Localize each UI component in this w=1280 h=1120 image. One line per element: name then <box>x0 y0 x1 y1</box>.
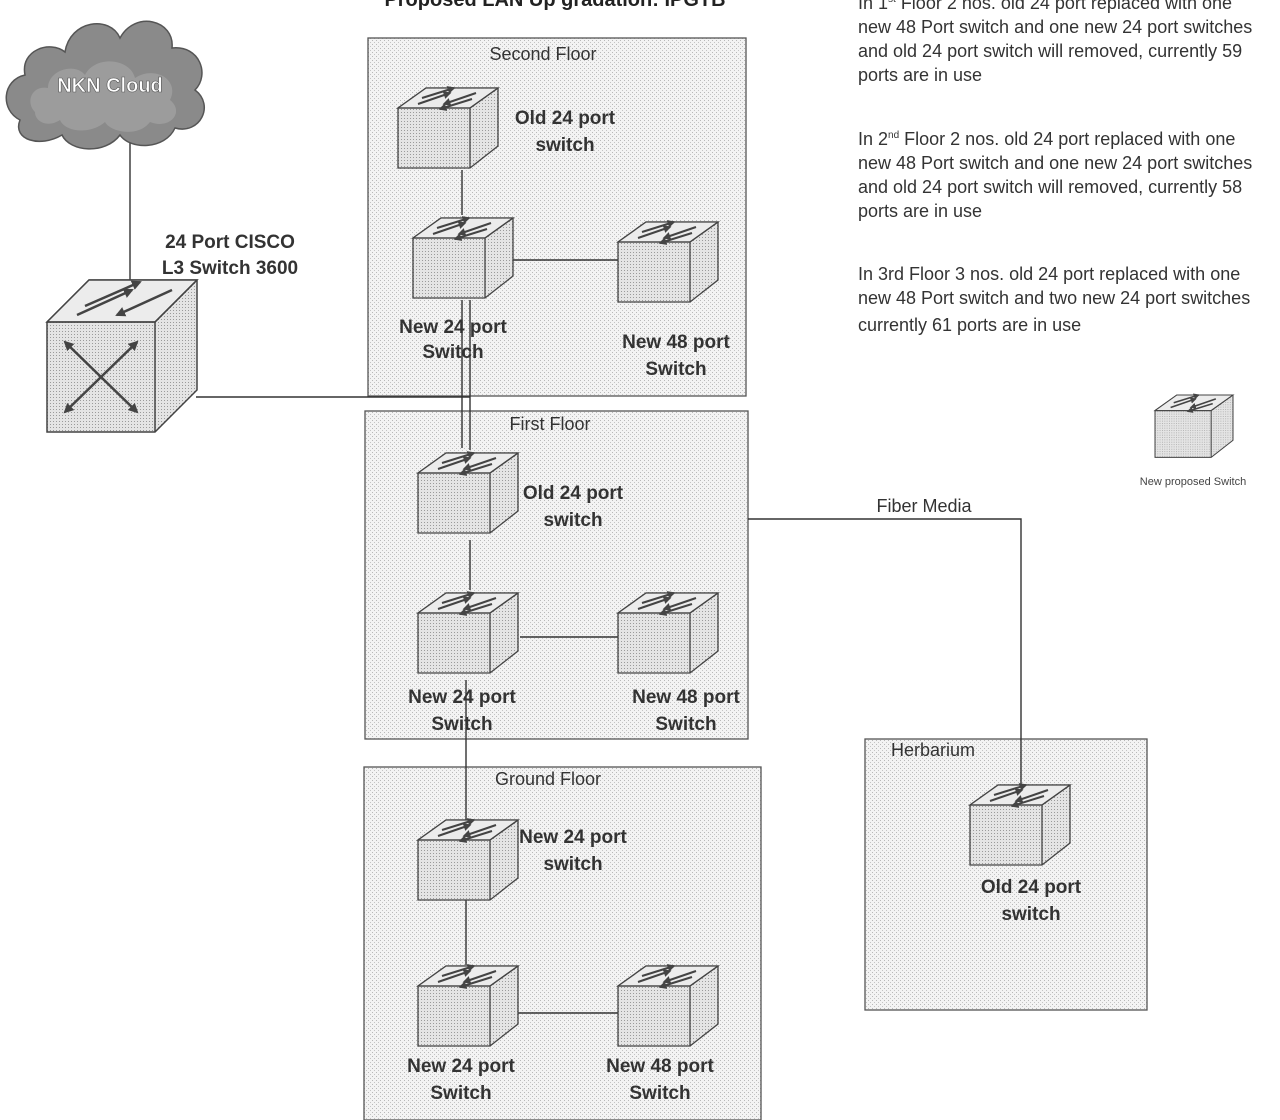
ground-new48-switch-icon <box>618 966 718 1046</box>
note-first-floor: In 1st Floor 2 nos. old 24 port replaced… <box>858 0 1253 85</box>
herbarium-label: Herbarium <box>891 740 975 760</box>
first-old-switch-label-2: switch <box>543 510 602 531</box>
ground-floor-box <box>363 766 762 1120</box>
note-third-floor: In 3rd Floor 3 nos. old 24 port replaced… <box>858 264 1251 335</box>
second-new48-label-1: New 48 port <box>622 332 730 353</box>
legend-switch-icon <box>1155 395 1233 457</box>
herbarium-switch-label-1: Old 24 port <box>981 877 1082 898</box>
ground-top-switch-label-1: New 24 port <box>519 827 627 848</box>
ground-new48-label-2: Switch <box>629 1083 690 1104</box>
second-new24-label-1: New 24 port <box>399 317 507 338</box>
ground-new24-switch-icon <box>418 966 518 1046</box>
legend-label: New proposed Switch <box>1140 476 1246 488</box>
ground-top-switch-label-2: switch <box>543 854 602 875</box>
second-new48-label-2: Switch <box>645 359 706 380</box>
herbarium-switch-label-2: switch <box>1001 904 1060 925</box>
core-switch-label-line2: L3 Switch 3600 <box>162 258 298 279</box>
ground-top-switch-icon <box>418 820 518 900</box>
first-old-switch-icon <box>418 453 518 533</box>
first-old-switch-label-1: Old 24 port <box>523 483 624 504</box>
cloud-label: NKN Cloud <box>57 75 163 97</box>
second-old-switch-label-1: Old 24 port <box>515 108 616 129</box>
core-switch-label-line1: 24 Port CISCO <box>165 232 295 253</box>
core-l3-switch-icon <box>47 280 197 432</box>
first-new24-label-2: Switch <box>431 714 492 735</box>
herbarium-switch-icon <box>970 785 1070 865</box>
ground-floor-label: Ground Floor <box>495 769 601 789</box>
first-new48-label-1: New 48 port <box>632 687 740 708</box>
second-new24-label-2: Switch <box>422 342 483 363</box>
second-old-switch-label-2: switch <box>535 135 594 156</box>
second-new24-switch-icon <box>413 218 513 298</box>
fiber-media-label: Fiber Media <box>876 496 972 516</box>
note-second-floor: In 2nd Floor 2 nos. old 24 port replaced… <box>858 129 1253 221</box>
first-new48-switch-icon <box>618 593 718 673</box>
ground-new24-label-2: Switch <box>430 1083 491 1104</box>
second-old-switch-icon <box>398 88 498 168</box>
fiber-media-link <box>748 518 1022 790</box>
second-new48-switch-icon <box>618 222 718 302</box>
first-new48-label-2: Switch <box>655 714 716 735</box>
ground-new24-label-1: New 24 port <box>407 1056 515 1077</box>
first-new24-label-1: New 24 port <box>408 687 516 708</box>
nkn-cloud-icon <box>5 20 205 150</box>
first-floor-label: First Floor <box>510 414 591 434</box>
ground-new48-label-1: New 48 port <box>606 1056 714 1077</box>
herbarium-box <box>864 738 1148 1011</box>
first-new24-switch-icon <box>418 593 518 673</box>
diagram-title: Proposed LAN Up gradation: IPGTB <box>384 0 725 11</box>
second-floor-label: Second Floor <box>489 44 596 64</box>
